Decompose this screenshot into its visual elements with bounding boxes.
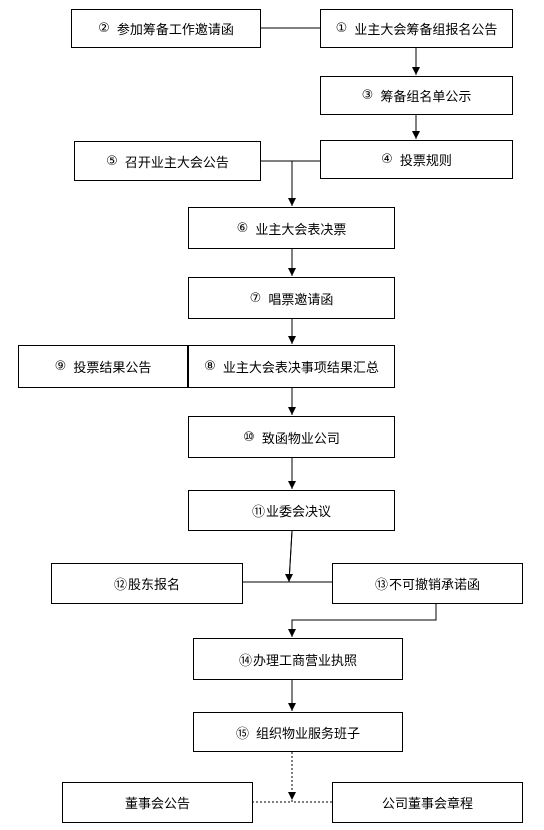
step-number: ⑬ — [374, 578, 388, 593]
node-label: 参加筹备工作邀请函 — [116, 23, 234, 38]
node-board-charter: 公司董事会章程 — [332, 782, 523, 823]
node-label: 股东报名 — [128, 578, 181, 593]
node-vote-count-invitation: ⑦ 唱票邀请函 — [188, 277, 395, 319]
step-number: ⑪ — [251, 505, 265, 520]
node-preparatory-group-list: ③ 筹备组名单公示 — [320, 76, 513, 115]
step-number: ⑤ — [106, 153, 118, 169]
node-owners-meeting-notice: ⑤ 召开业主大会公告 — [74, 141, 261, 181]
node-label: 业主大会表决票 — [255, 222, 347, 238]
node-label: 筹备组名单公示 — [380, 90, 472, 105]
arrowhead — [285, 574, 293, 582]
node-label: 唱票邀请函 — [268, 292, 334, 308]
node-shareholder-registration: ⑫ 股东报名 — [51, 563, 243, 604]
arrowhead — [288, 792, 296, 800]
node-irrevocable-commitment: ⑬ 不可撤销承诺函 — [332, 563, 523, 604]
step-number: ② — [98, 21, 110, 36]
step-number: ③ — [361, 88, 374, 103]
connector-n15-n17 — [291, 752, 332, 803]
connector-n4-n6 — [291, 160, 320, 206]
step-number: ⑮ — [235, 726, 249, 742]
step-number: ⑧ — [204, 359, 216, 374]
connector-n15-n16 — [253, 752, 293, 803]
arrowhead — [412, 67, 420, 75]
arrowhead — [288, 481, 296, 489]
node-label: 投票规则 — [399, 154, 452, 169]
node-preparatory-group-registration: ① 业主大会筹备组报名公告 — [320, 9, 513, 48]
node-label: 致函物业公司 — [261, 431, 340, 447]
node-label: 董事会公告 — [124, 797, 190, 812]
node-resolution-summary: ⑧ 业主大会表决事项结果汇总 — [188, 345, 395, 388]
arrowhead — [288, 198, 296, 206]
node-label: 公司董事会章程 — [381, 797, 473, 812]
node-voting-result-notice: ⑨ 投票结果公告 — [18, 345, 188, 388]
node-label: 投票结果公告 — [73, 361, 152, 376]
node-business-license: ⑭ 办理工商营业执照 — [193, 638, 403, 680]
arrowhead — [288, 407, 296, 415]
node-committee-resolution: ⑪ 业委会决议 — [188, 490, 395, 531]
arrowhead — [288, 629, 296, 637]
step-number: ④ — [381, 152, 393, 167]
node-property-service-team: ⑮ 组织物业服务班子 — [193, 712, 403, 752]
node-participation-invitation: ② 参加筹备工作邀请函 — [71, 9, 261, 48]
connector-n11-n12 — [243, 530, 293, 583]
step-number: ⑭ — [238, 653, 252, 669]
arrowhead — [288, 268, 296, 276]
node-label: 业主大会表决事项结果汇总 — [222, 361, 379, 376]
step-number: ⑨ — [54, 359, 67, 374]
step-number: ⑩ — [243, 429, 255, 445]
node-label: 业主大会筹备组报名公告 — [354, 23, 498, 38]
connector-n13-n14 — [291, 604, 437, 637]
node-label: 组织物业服务班子 — [256, 726, 361, 742]
step-number: ① — [335, 21, 348, 36]
arrowhead — [288, 336, 296, 344]
node-voting-rules: ④ 投票规则 — [320, 140, 513, 179]
node-label: 召开业主大会公告 — [124, 155, 229, 171]
node-letter-to-property-company: ⑩ 致函物业公司 — [188, 416, 395, 458]
step-number: ⑥ — [236, 220, 249, 236]
node-owners-ballot: ⑥ 业主大会表决票 — [188, 207, 395, 249]
arrowhead — [412, 131, 420, 139]
arrowhead — [288, 703, 296, 711]
node-label: 办理工商营业执照 — [253, 653, 358, 669]
step-number: ⑦ — [249, 290, 262, 306]
node-label: 业委会决议 — [266, 505, 332, 520]
connector-n11-n13 — [288, 530, 332, 583]
step-number: ⑫ — [113, 578, 127, 593]
connector-n5-n6 — [261, 160, 293, 206]
node-board-announcement: 董事会公告 — [62, 782, 253, 823]
node-label: 不可撤销承诺函 — [389, 578, 481, 593]
